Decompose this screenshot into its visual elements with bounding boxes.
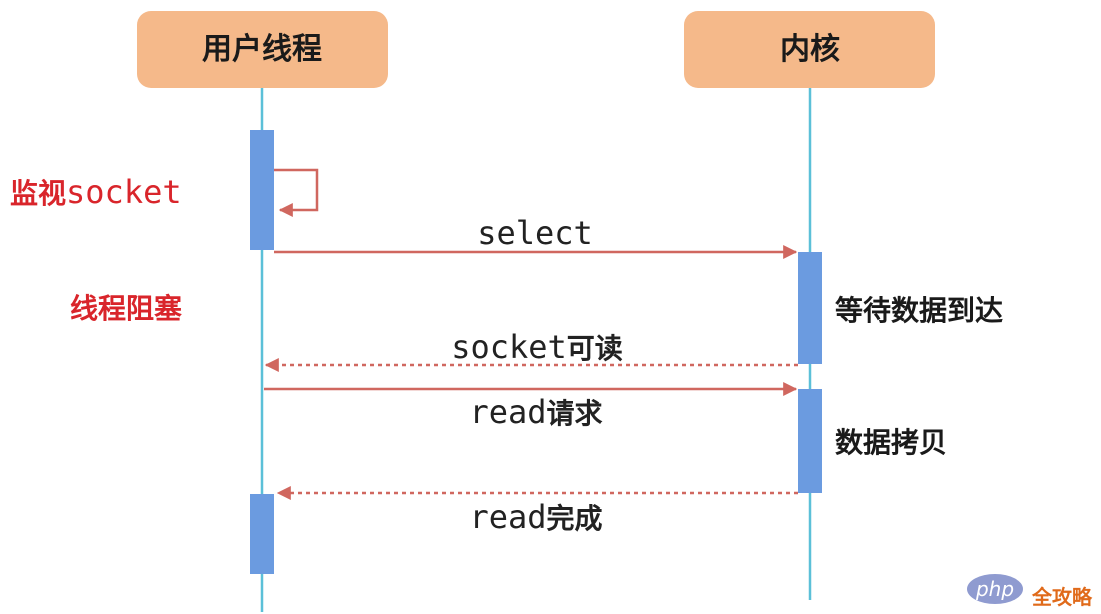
watermark: php 全攻略	[967, 574, 1093, 609]
actor-user-thread-box	[137, 11, 388, 88]
actor-kernel-label: 内核	[780, 32, 840, 67]
label-read-done: read完成	[469, 498, 602, 536]
note-monitor-socket: 监视socket	[10, 173, 182, 211]
note-data-copy: 数据拷贝	[835, 426, 947, 459]
activation-kernel-wait	[798, 252, 822, 364]
label-select: select	[477, 214, 593, 252]
actor-kernel: 内核	[684, 11, 935, 88]
self-loop-arrow	[274, 168, 319, 217]
actor-user-thread: 用户线程	[137, 11, 388, 88]
label-read-request: read请求	[469, 393, 602, 431]
note-thread-blocked: 线程阻塞	[70, 292, 182, 325]
activation-user-done	[250, 494, 274, 574]
actor-kernel-box	[684, 11, 935, 88]
watermark-php-badge	[967, 574, 1023, 604]
note-wait-data: 等待数据到达	[835, 294, 1003, 327]
label-socket-readable: socket可读	[451, 328, 623, 366]
activation-user-monitor	[250, 130, 274, 250]
activation-kernel-copy	[798, 389, 822, 493]
watermark-text: 全攻略	[1031, 585, 1093, 609]
watermark-php-text: php	[975, 577, 1014, 601]
actor-user-thread-label: 用户线程	[202, 32, 322, 67]
